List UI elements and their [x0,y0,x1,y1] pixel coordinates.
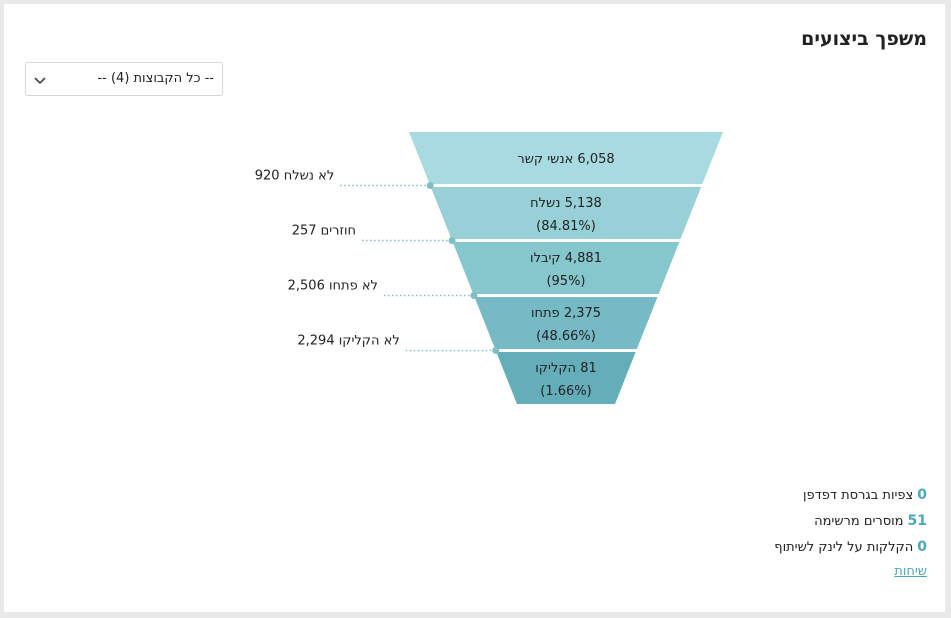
dropoff-label: 257 חוזרים [292,224,356,239]
funnel-segment-label: 6,058 אנשי קשר [517,152,614,167]
stat-value: 0 [917,487,927,503]
funnel-segment [496,352,636,404]
dropoff-label: 920 לא נשלח [255,169,334,184]
dropoff-dot [470,292,478,299]
stat-value: 51 [907,513,927,529]
stat-label: הקלקות על לינק לשיתוף [774,540,914,555]
stat-browser-views: 0צפיות בגרסת דפדפן [774,482,927,508]
funnel-segment-label: 5,138 נשלח [530,196,602,211]
funnel-chart: 6,058 אנשי קשר 5,138 נשלח (84.81%) 4,881 קי… [255,132,723,404]
dropoff-label: 2,506 לא פתחו [288,279,378,294]
chevron-down-icon [34,77,46,85]
funnel-segment-percent: (84.81%) [536,219,596,234]
funnel-segment [409,132,723,184]
stat-share-link-clicks: 0הקלקות על לינק לשיתוף [774,534,927,560]
funnel-segment [430,187,702,239]
funnel-segment-label: 81 הקליקו [535,361,596,376]
dropoff-dot [448,237,456,244]
group-filter-dropdown[interactable]: -- כל הקבוצות (4) -- [25,62,223,96]
stat-unsubscribes: 51מוסרים מרשימה [774,508,927,534]
stats-list: 0צפיות בגרסת דפדפן 51מוסרים מרשימה 0הקלק… [774,482,927,560]
funnel-segment [452,242,680,294]
stat-label: צפיות בגרסת דפדפן [802,488,914,503]
conversations-link[interactable]: שיחות [894,564,927,579]
dropoff-label: 2,294 לא הקליקו [297,334,399,349]
stat-label: מוסרים מרשימה [814,514,904,529]
funnel-segment-percent: (1.66%) [540,384,591,399]
funnel-segment-label: 4,881 קיבלו [530,251,602,266]
performance-funnel-card: משפך ביצועים -- כל הקבוצות (4) -- 6,058 … [4,4,945,612]
dropoff-dot [492,347,500,354]
page-title: משפך ביצועים [801,28,927,50]
dropoff-dot [426,182,434,189]
group-filter-value: -- כל הקבוצות (4) -- [97,71,214,86]
funnel-segment [474,297,658,349]
funnel-segment-label: 2,375 פתחו [531,306,601,321]
funnel-segment-percent: (95%) [546,274,585,289]
stat-value: 0 [917,539,927,555]
funnel-segment-percent: (48.66%) [536,329,596,344]
